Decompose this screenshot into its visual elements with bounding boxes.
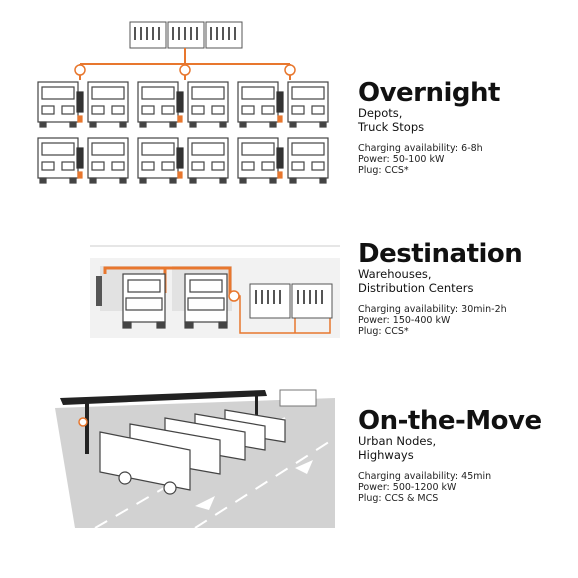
destination-warehouse-illustration [90,245,340,338]
on-the-move-title: On-the-Move [358,406,542,436]
charger-post-icon [76,91,84,113]
on-the-move-subtitle-line-2: Highways [358,448,414,462]
overnight-power: Power: 50-100 kW [358,154,445,165]
charger-post-icon [176,91,184,113]
on-the-move-power: Power: 500-1200 kW [358,482,457,493]
on-the-move-charging-availability: Charging availability: 45min [358,471,492,482]
on-the-move-subtitle-line-1: Urban Nodes, [358,434,437,448]
power-cabinets-icon [129,21,243,49]
charger-post-icon [176,147,184,169]
bolt-icon [78,417,88,427]
on-the-move-plug: Plug: CCS & MCS [358,493,439,504]
power-cabinets-icon [279,389,317,407]
on-the-move-text: On-the-Move Urban Nodes, Highways Chargi… [358,408,542,504]
overnight-subtitle-line-1: Depots, [358,106,403,120]
bolt-icon [228,290,240,302]
destination-power: Power: 150-400 kW [358,315,451,326]
destination-charging-availability: Charging availability: 30min-2h [358,304,507,315]
destination-subtitle-line-2: Distribution Centers [358,281,474,295]
overnight-subtitle-line-2: Truck Stops [358,120,425,134]
destination-text: Destination Warehouses, Distribution Cen… [358,239,523,337]
destination-plug: Plug: CCS* [358,326,409,337]
charger-post-icon [276,147,284,169]
overnight-depot-illustration [37,21,329,184]
overnight-text: Overnight Depots, Truck Stops Charging a… [358,80,500,176]
destination-title: Destination [358,239,523,269]
highway-charging-illustration [55,389,335,528]
charger-post-icon [76,147,84,169]
overnight-charging-availability: Charging availability: 6-8h [358,143,483,154]
overnight-title: Overnight [358,78,500,108]
overnight-plug: Plug: CCS* [358,165,409,176]
destination-subtitle-line-1: Warehouses, [358,267,432,281]
charger-post-icon [276,91,284,113]
